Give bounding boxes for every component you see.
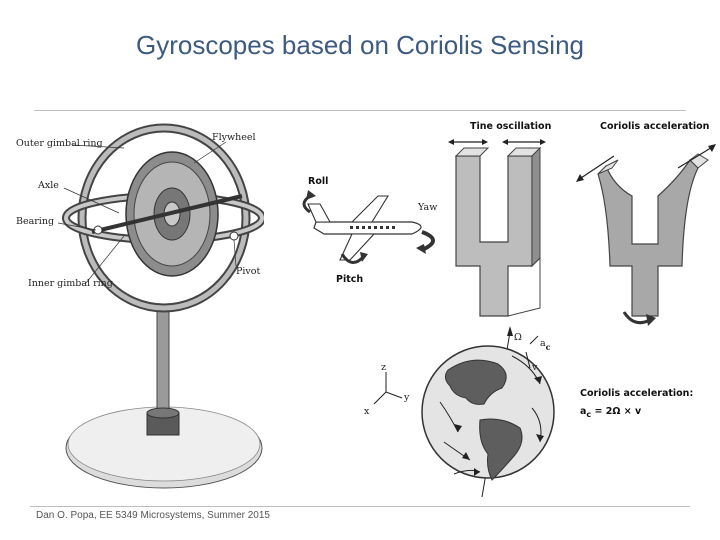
axle — [91, 194, 243, 234]
tuning-fork-figure: Tine oscillation Coriolis acceleration — [448, 121, 716, 326]
bearing — [93, 225, 103, 235]
label-outer-gimbal-ring: Outer gimbal ring — [16, 138, 103, 149]
label-inner-gimbal-ring: Inner gimbal ring — [28, 278, 113, 289]
coriolis-equation: ac = 2Ω × v — [580, 406, 642, 419]
axis-x-label: x — [364, 406, 370, 417]
yaw-arrow-icon — [421, 230, 435, 252]
tuning-fork-straight — [454, 146, 542, 317]
slide-footer: Dan O. Popa, EE 5349 Microsystems, Summe… — [36, 510, 270, 521]
label-pivot: Pivot — [236, 266, 261, 277]
pivot — [229, 231, 239, 241]
label-coriolis-acceleration-top: Coriolis acceleration — [600, 121, 710, 132]
airplane-fuselage — [313, 221, 422, 235]
stand-column — [156, 307, 170, 419]
label-axle: Axle — [37, 180, 59, 191]
v-label: v — [531, 362, 538, 373]
axis-z-label: z — [381, 362, 386, 373]
label-bearing: Bearing — [16, 216, 54, 227]
globe-figure: z y x Ω ac v Coriolis acceleration: ac =… — [364, 326, 693, 498]
airplane-figure: Roll Yaw Pitch — [302, 176, 437, 285]
north-america — [444, 359, 507, 405]
label-tine-oscillation: Tine oscillation — [470, 121, 552, 132]
label-roll: Roll — [308, 176, 328, 187]
label-pitch: Pitch — [336, 274, 363, 285]
footer-divider — [30, 506, 690, 507]
ac-label: ac — [540, 338, 551, 352]
axis-y-label: y — [403, 392, 410, 403]
title-divider — [34, 110, 686, 111]
omega-label: Ω — [514, 332, 522, 343]
label-flywheel: Flywheel — [212, 132, 256, 143]
slide-title: Gyroscopes based on Coriolis Sensing — [135, 30, 585, 60]
south-america — [479, 418, 523, 481]
equation-title: Coriolis acceleration: — [580, 388, 693, 399]
gyroscope-figure: Outer gimbal ring Flywheel Axle Bearing … — [14, 118, 264, 503]
label-yaw: Yaw — [417, 202, 437, 213]
